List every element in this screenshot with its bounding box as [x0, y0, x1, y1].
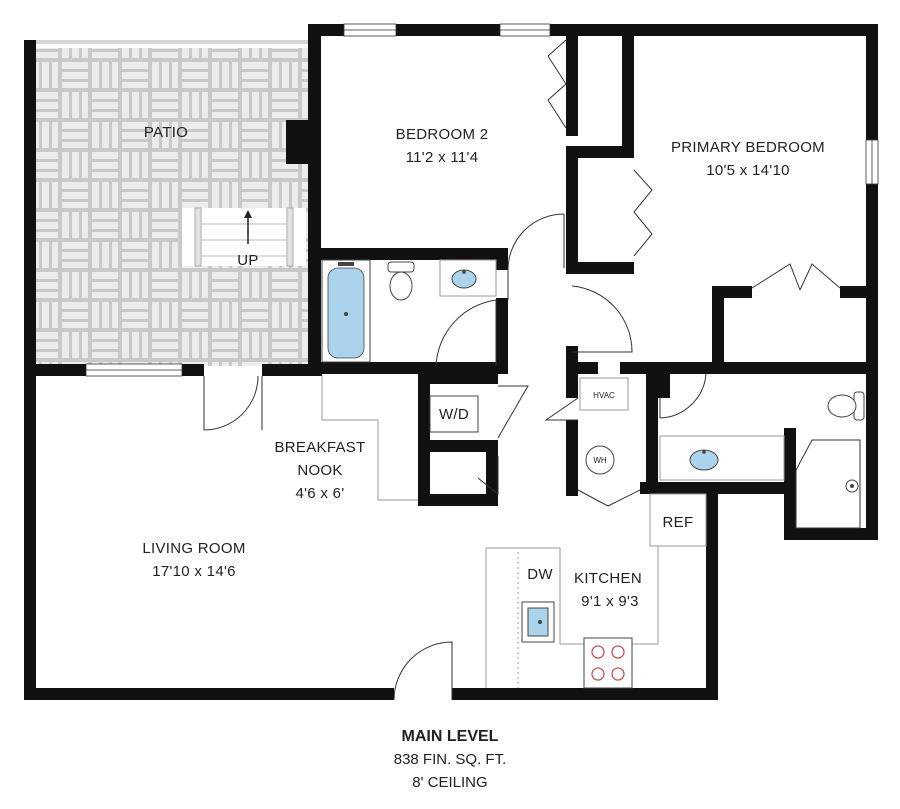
dw-label: DW — [527, 566, 553, 583]
hvac-label: HVAC — [593, 391, 615, 400]
windows — [85, 23, 879, 377]
nook-name-line1: BREAKFAST — [274, 439, 365, 456]
up-arrow-head-icon — [244, 210, 252, 218]
patio-label: PATIO — [144, 124, 188, 141]
patio — [24, 40, 308, 366]
wd-label: W/D — [439, 406, 469, 423]
bedroom2-size: 11'2 x 11'4 — [406, 149, 479, 166]
water-heater-icon — [585, 445, 615, 475]
nook-size: 4'6 x 6' — [296, 485, 345, 502]
kitchen-name: KITCHEN — [574, 570, 642, 587]
living-room-name: LIVING ROOM — [142, 540, 245, 557]
wd-box — [429, 395, 479, 433]
nook-name-line2: NOOK — [297, 462, 342, 479]
wh-label: WH — [593, 456, 607, 465]
ref-label: REF — [663, 514, 694, 531]
kitchen-size: 9'1 x 9'3 — [581, 593, 639, 610]
master-toilet-icon — [827, 391, 865, 421]
primary-bedroom-name: PRIMARY BEDROOM — [671, 139, 825, 156]
doors — [203, 39, 861, 701]
stairs-label: UP — [237, 252, 258, 269]
toilet-icon — [387, 261, 415, 301]
bathtub-icon — [321, 259, 371, 363]
kitchen-sink-icon — [521, 601, 555, 643]
living-room-size: 17'10 x 14'6 — [152, 563, 236, 580]
area-label: 838 FIN. SQ. FT. — [394, 751, 507, 768]
bedroom2-name: BEDROOM 2 — [396, 126, 489, 143]
stairs — [182, 207, 306, 267]
stove-icon — [583, 637, 633, 689]
primary-bedroom-size: 10'5 x 14'10 — [706, 162, 790, 179]
ceiling-label: 8' CEILING — [412, 774, 487, 791]
level-title: MAIN LEVEL — [402, 728, 499, 745]
master-sink-icon — [689, 449, 719, 471]
walls — [24, 24, 878, 700]
shower-icon — [845, 479, 859, 493]
sink-icon — [451, 269, 477, 289]
partitions — [321, 259, 785, 688]
